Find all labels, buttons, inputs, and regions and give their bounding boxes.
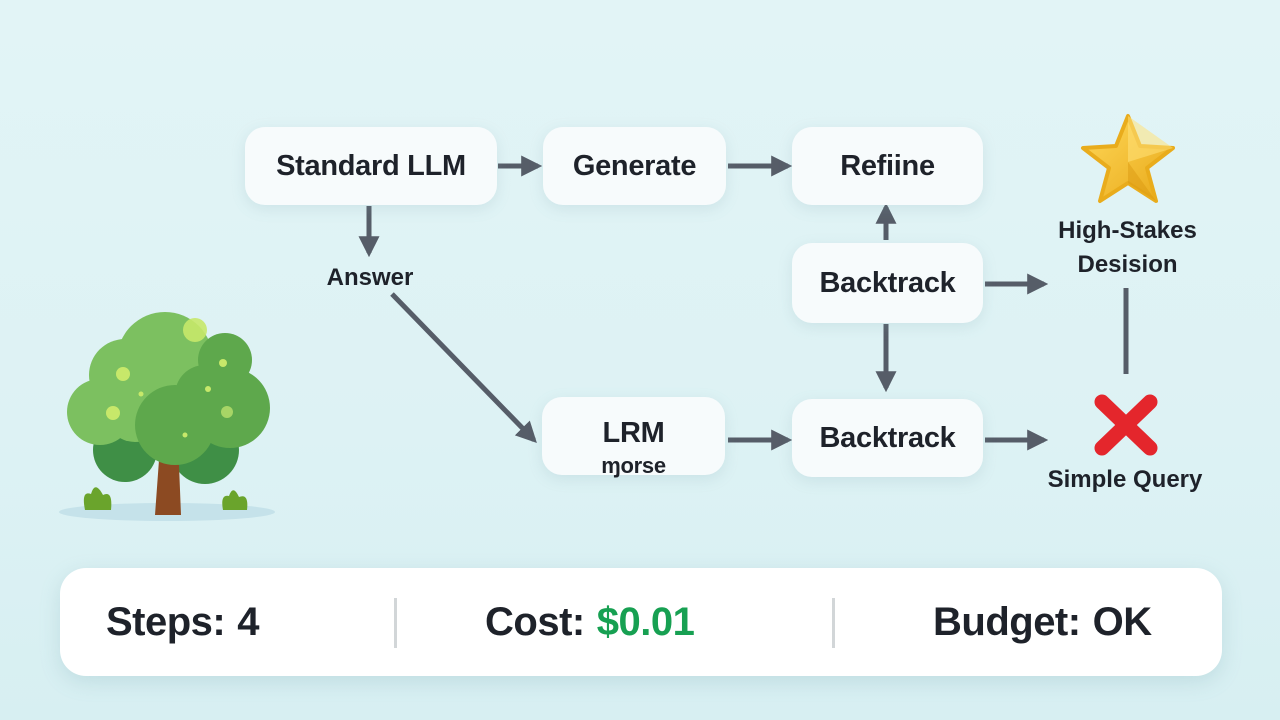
simple-query-label: Simple Query	[1047, 466, 1203, 493]
status-divider	[394, 598, 397, 648]
tree-illustration	[59, 312, 275, 521]
node-label: Backtrack	[819, 266, 956, 299]
node-standard-llm: Standard LLM	[245, 127, 497, 205]
high-stakes-line2: Desision	[1077, 251, 1178, 278]
status-divider	[832, 598, 835, 648]
node-label: Backtrack	[819, 421, 956, 454]
node-label: Standard LLM	[276, 149, 466, 182]
node-sublabel: ɱorse	[601, 453, 666, 478]
high-stakes-label: High-Stakes Desision	[1040, 214, 1215, 282]
arrow-answer-to-lrm	[390, 292, 537, 444]
budget-stat: Budget: OK	[933, 568, 1152, 676]
budget-value: OK	[1092, 599, 1153, 644]
node-label: Generate	[572, 149, 697, 182]
node-generate: Generate	[543, 127, 726, 205]
cost-label: Cost:	[485, 599, 585, 644]
cost-stat: Cost: $0.01	[485, 568, 695, 676]
cross-icon	[1094, 394, 1158, 456]
status-bar: Steps: 4 Cost: $0.01 Budget: OK	[60, 568, 1222, 676]
star-icon	[1081, 114, 1175, 203]
steps-value: 4	[237, 599, 259, 644]
node-label: Refiine	[840, 149, 935, 182]
node-backtrack-top: Backtrack	[792, 243, 983, 323]
budget-label: Budget:	[933, 599, 1081, 644]
steps-stat: Steps: 4	[106, 568, 259, 676]
node-lrm: LRM ɱorse	[542, 397, 725, 478]
answer-label: Answer	[326, 264, 414, 291]
node-label: LRM	[602, 417, 665, 449]
high-stakes-line1: High-Stakes	[1058, 217, 1197, 244]
cost-value: $0.01	[596, 599, 695, 644]
steps-label: Steps:	[106, 599, 226, 644]
node-backtrack-bottom: Backtrack	[792, 399, 983, 477]
node-refine: Refiine	[792, 127, 983, 205]
